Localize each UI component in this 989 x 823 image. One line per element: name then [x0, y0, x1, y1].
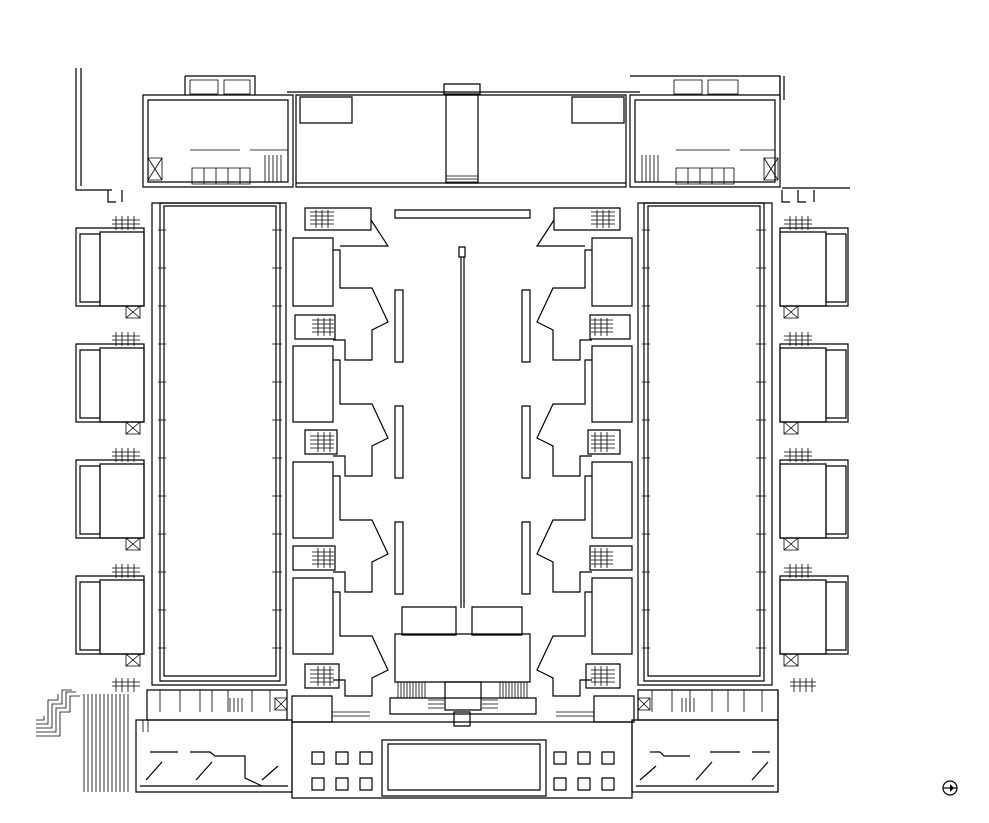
tower-e4: [780, 564, 848, 666]
north-building: [76, 68, 850, 190]
central-court: [390, 210, 536, 726]
tower-w1: [76, 190, 144, 318]
east-towers: [780, 190, 848, 692]
west-towers: [76, 190, 144, 692]
north-arrow-icon: [943, 781, 957, 795]
east-study-pods: [522, 208, 632, 696]
east-lab-block: [638, 203, 772, 685]
west-pod-3: [293, 462, 403, 594]
west-pod-4: [293, 578, 388, 696]
west-lab-block: [152, 203, 286, 685]
west-study-pods: [293, 208, 403, 696]
east-pod-4: [537, 578, 632, 696]
tower-w2: [76, 332, 144, 434]
east-pod-3: [522, 462, 632, 594]
west-pod-1: [293, 238, 403, 362]
tower-e2: [780, 332, 848, 434]
west-stair-1: [305, 208, 388, 246]
east-pod-2: [522, 346, 632, 478]
south-wing: [36, 690, 778, 798]
tower-e3: [780, 448, 848, 550]
east-stair-1: [537, 208, 620, 246]
tower-w4: [76, 564, 144, 666]
tower-e1: [780, 190, 848, 318]
east-pod-1: [522, 238, 632, 362]
west-pod-2: [293, 346, 403, 478]
tower-w3: [76, 448, 144, 550]
